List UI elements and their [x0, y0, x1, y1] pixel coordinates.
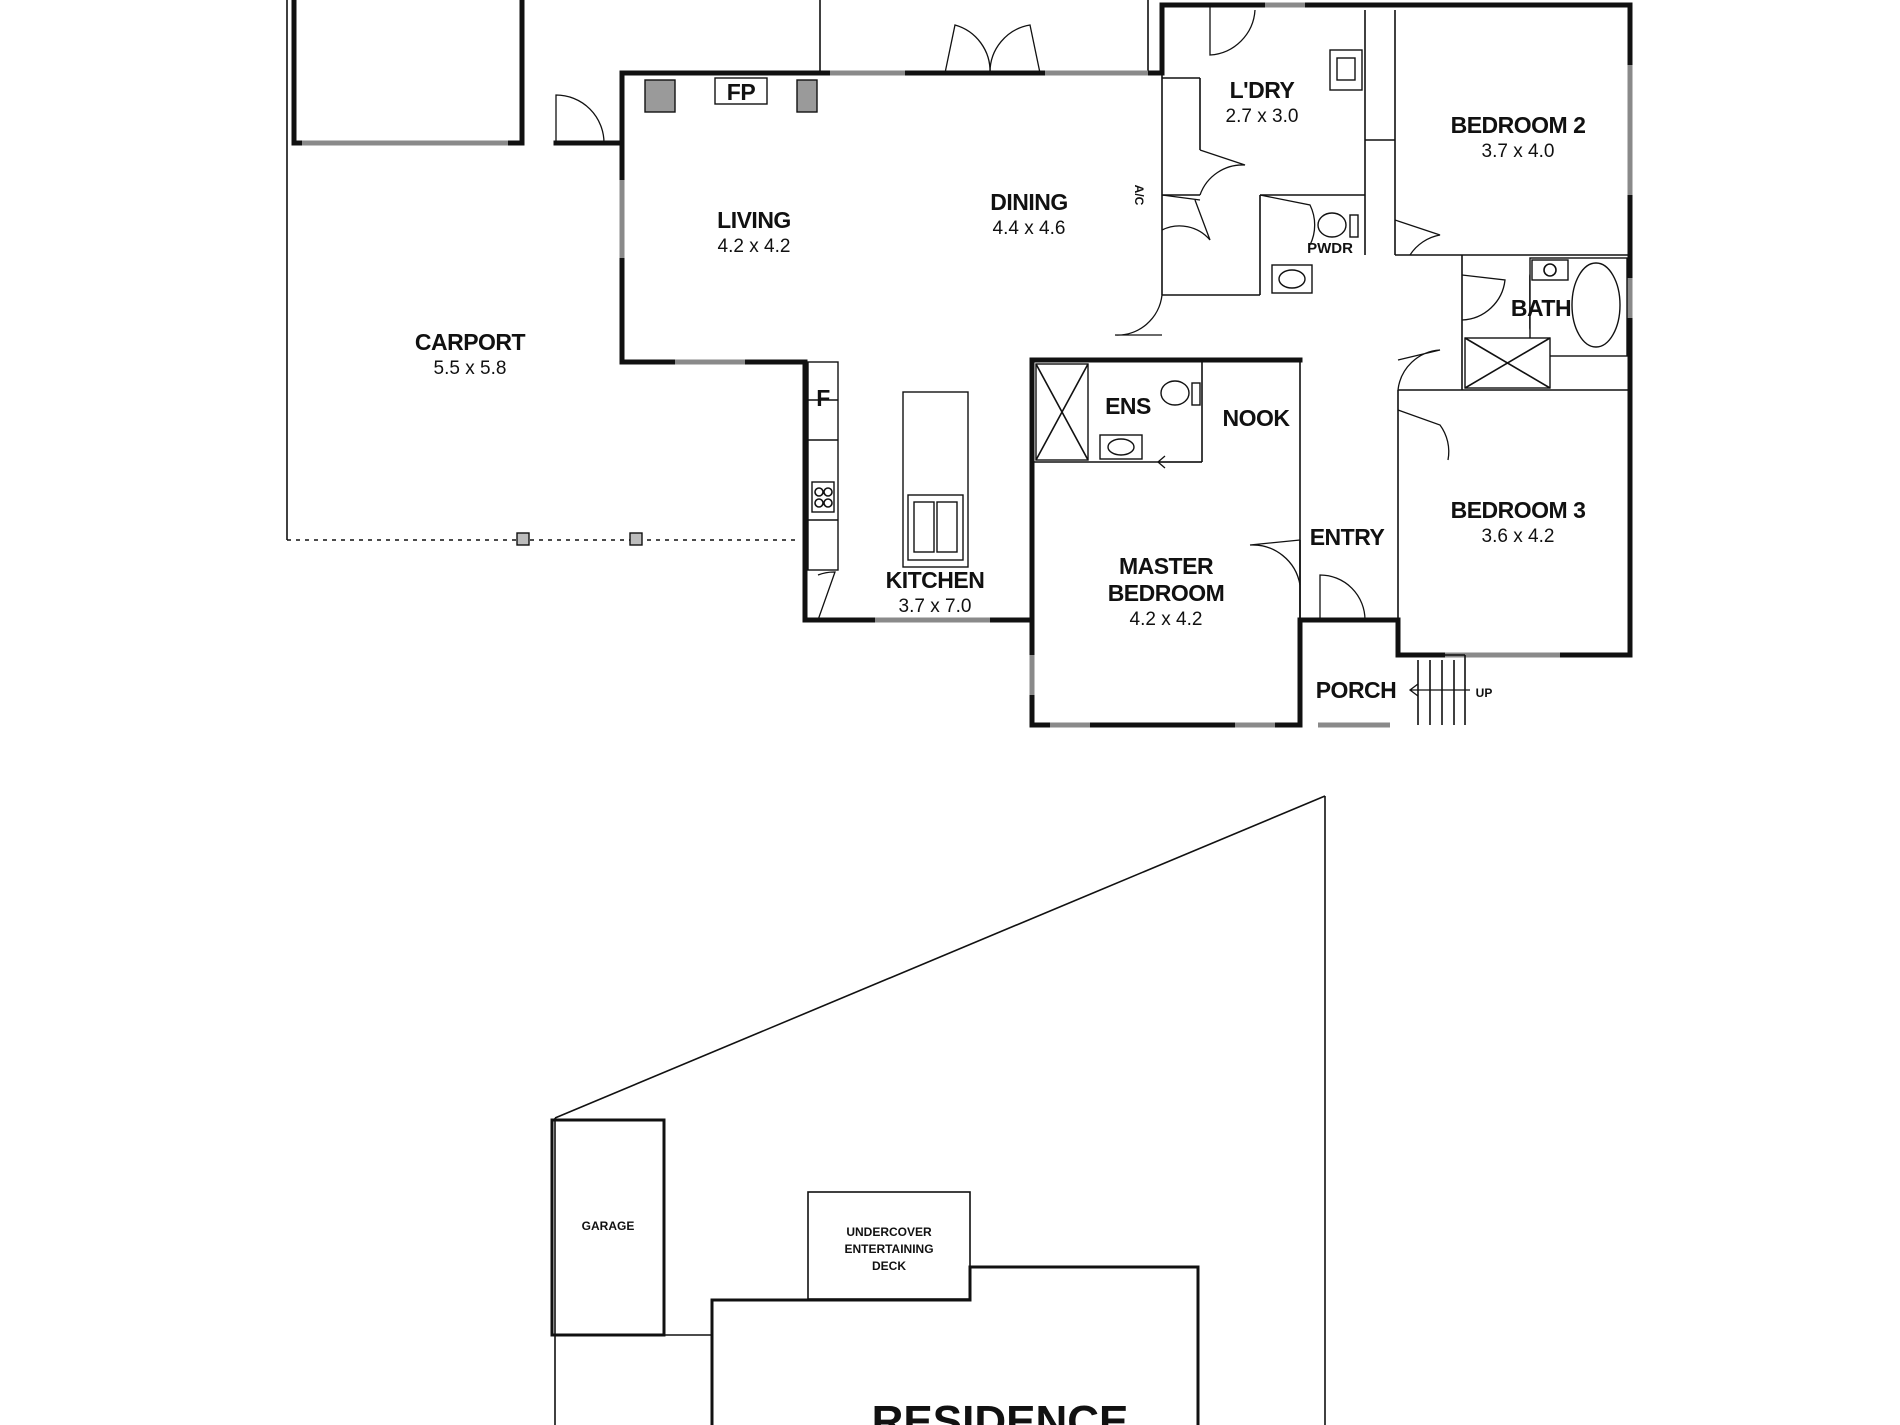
living-size: 4.2 x 4.2	[718, 236, 791, 257]
deck-label-line3: DECK	[872, 1259, 906, 1273]
living-name: LIVING	[717, 207, 791, 233]
garage-label: GARAGE	[582, 1219, 635, 1233]
bedroom3-size: 3.6 x 4.2	[1482, 526, 1555, 547]
laundry-size: 2.7 x 3.0	[1226, 106, 1299, 127]
residence-label: RESIDENCE	[872, 1397, 1129, 1425]
bedroom2-size: 3.7 x 4.0	[1482, 141, 1555, 162]
master-name-line1: MASTER	[1119, 553, 1214, 579]
powder-name: PWDR	[1307, 240, 1353, 257]
deck-label-line2: ENTERTAINING	[844, 1242, 933, 1256]
site-plan: GARAGE UNDERCOVER ENTERTAINING DECK RESI…	[550, 795, 1326, 1425]
entry-name: ENTRY	[1310, 524, 1385, 550]
nook-name: NOOK	[1223, 405, 1291, 431]
stairs-up-label: UP	[1476, 686, 1493, 700]
kitchen-size: 3.7 x 7.0	[899, 596, 972, 617]
fireplace-label: FP	[727, 79, 756, 105]
carport-structure	[286, 0, 800, 546]
master-name-line2: BEDROOM	[1108, 580, 1225, 606]
room-labels: CARPORT 5.5 x 5.8 LIVING 4.2 x 4.2 DININ…	[415, 77, 1586, 703]
laundry-name: L'DRY	[1230, 77, 1295, 103]
bath-name: BATH	[1511, 295, 1571, 321]
windows	[619, 2, 1633, 728]
porch-name: PORCH	[1316, 677, 1397, 703]
door-swings	[555, 5, 1506, 621]
fixtures	[644, 49, 1628, 571]
ensuite-name: ENS	[1105, 393, 1151, 419]
dining-name: DINING	[990, 189, 1068, 215]
bedroom2-name: BEDROOM 2	[1451, 112, 1586, 138]
deck-label-line1: UNDERCOVER	[846, 1225, 932, 1239]
carport-size: 5.5 x 5.8	[434, 358, 507, 379]
fridge-label: F	[816, 385, 830, 411]
kitchen-name: KITCHEN	[886, 567, 985, 593]
dining-size: 4.4 x 4.6	[993, 218, 1066, 239]
porch-steps	[1398, 654, 1470, 725]
master-size: 4.2 x 4.2	[1130, 609, 1203, 630]
carport-name: CARPORT	[415, 329, 526, 355]
air-conditioner-label: A/C	[1132, 185, 1146, 206]
bedroom3-name: BEDROOM 3	[1451, 497, 1586, 523]
